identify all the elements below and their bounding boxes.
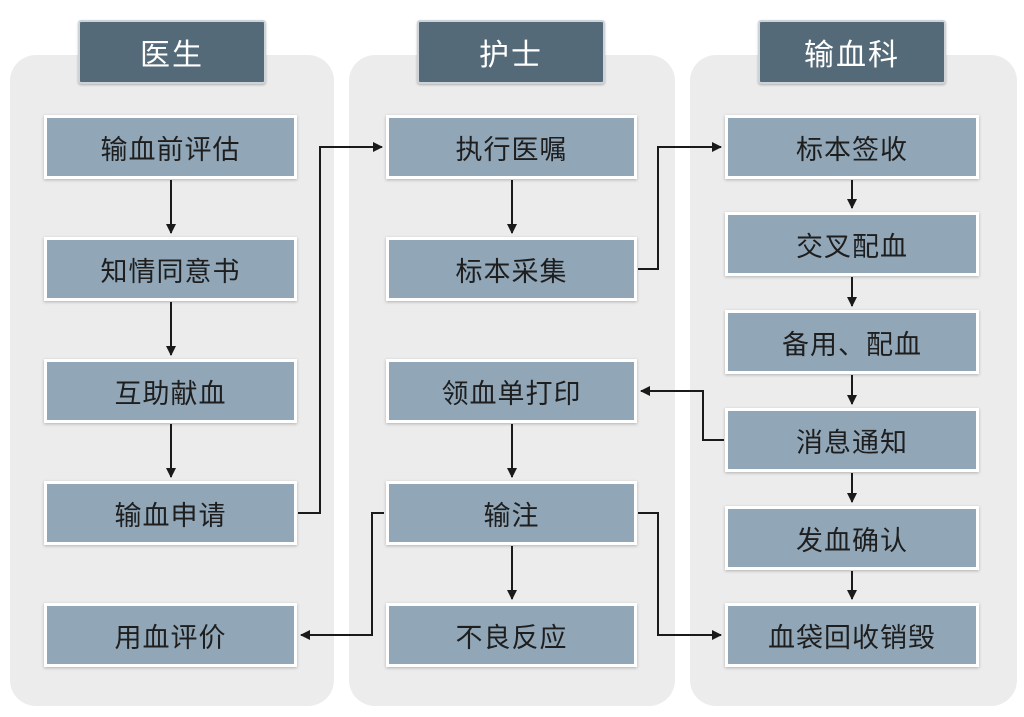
step-print-blood-slip: 领血单打印 [386,359,637,423]
step-sample-collection: 标本采集 [386,237,637,301]
step-adverse-reaction: 不良反应 [386,603,637,667]
step-informed-consent: 知情同意书 [44,237,297,301]
arrow-infusion-to-disposal [638,512,722,640]
step-prepare-blood: 备用、配血 [725,310,979,374]
step-pre-transfusion-assessment: 输血前评估 [44,115,297,179]
step-blood-use-evaluation: 用血评价 [44,603,297,667]
lane-header-nurse: 护士 [417,20,605,84]
step-mutual-blood-donation: 互助献血 [44,359,297,423]
arrow-notify-to-print [640,386,724,441]
step-sample-receipt: 标本签收 [725,115,979,179]
lane-header-blood-dept: 输血科 [758,20,946,84]
step-notification: 消息通知 [725,408,979,472]
arrow-infusion-to-evaluation [300,512,384,640]
lane-header-doctor: 医生 [78,20,266,84]
step-issue-confirmation: 发血确认 [725,506,979,570]
step-blood-bag-disposal: 血袋回收销毁 [725,603,979,667]
step-execute-order: 执行医嘱 [386,115,637,179]
arrow-sample-to-receipt [638,142,722,270]
step-transfusion-request: 输血申请 [44,481,297,545]
step-cross-matching: 交叉配血 [725,212,979,276]
step-infusion: 输注 [386,481,637,545]
arrow-request-to-execute-order [298,142,383,514]
